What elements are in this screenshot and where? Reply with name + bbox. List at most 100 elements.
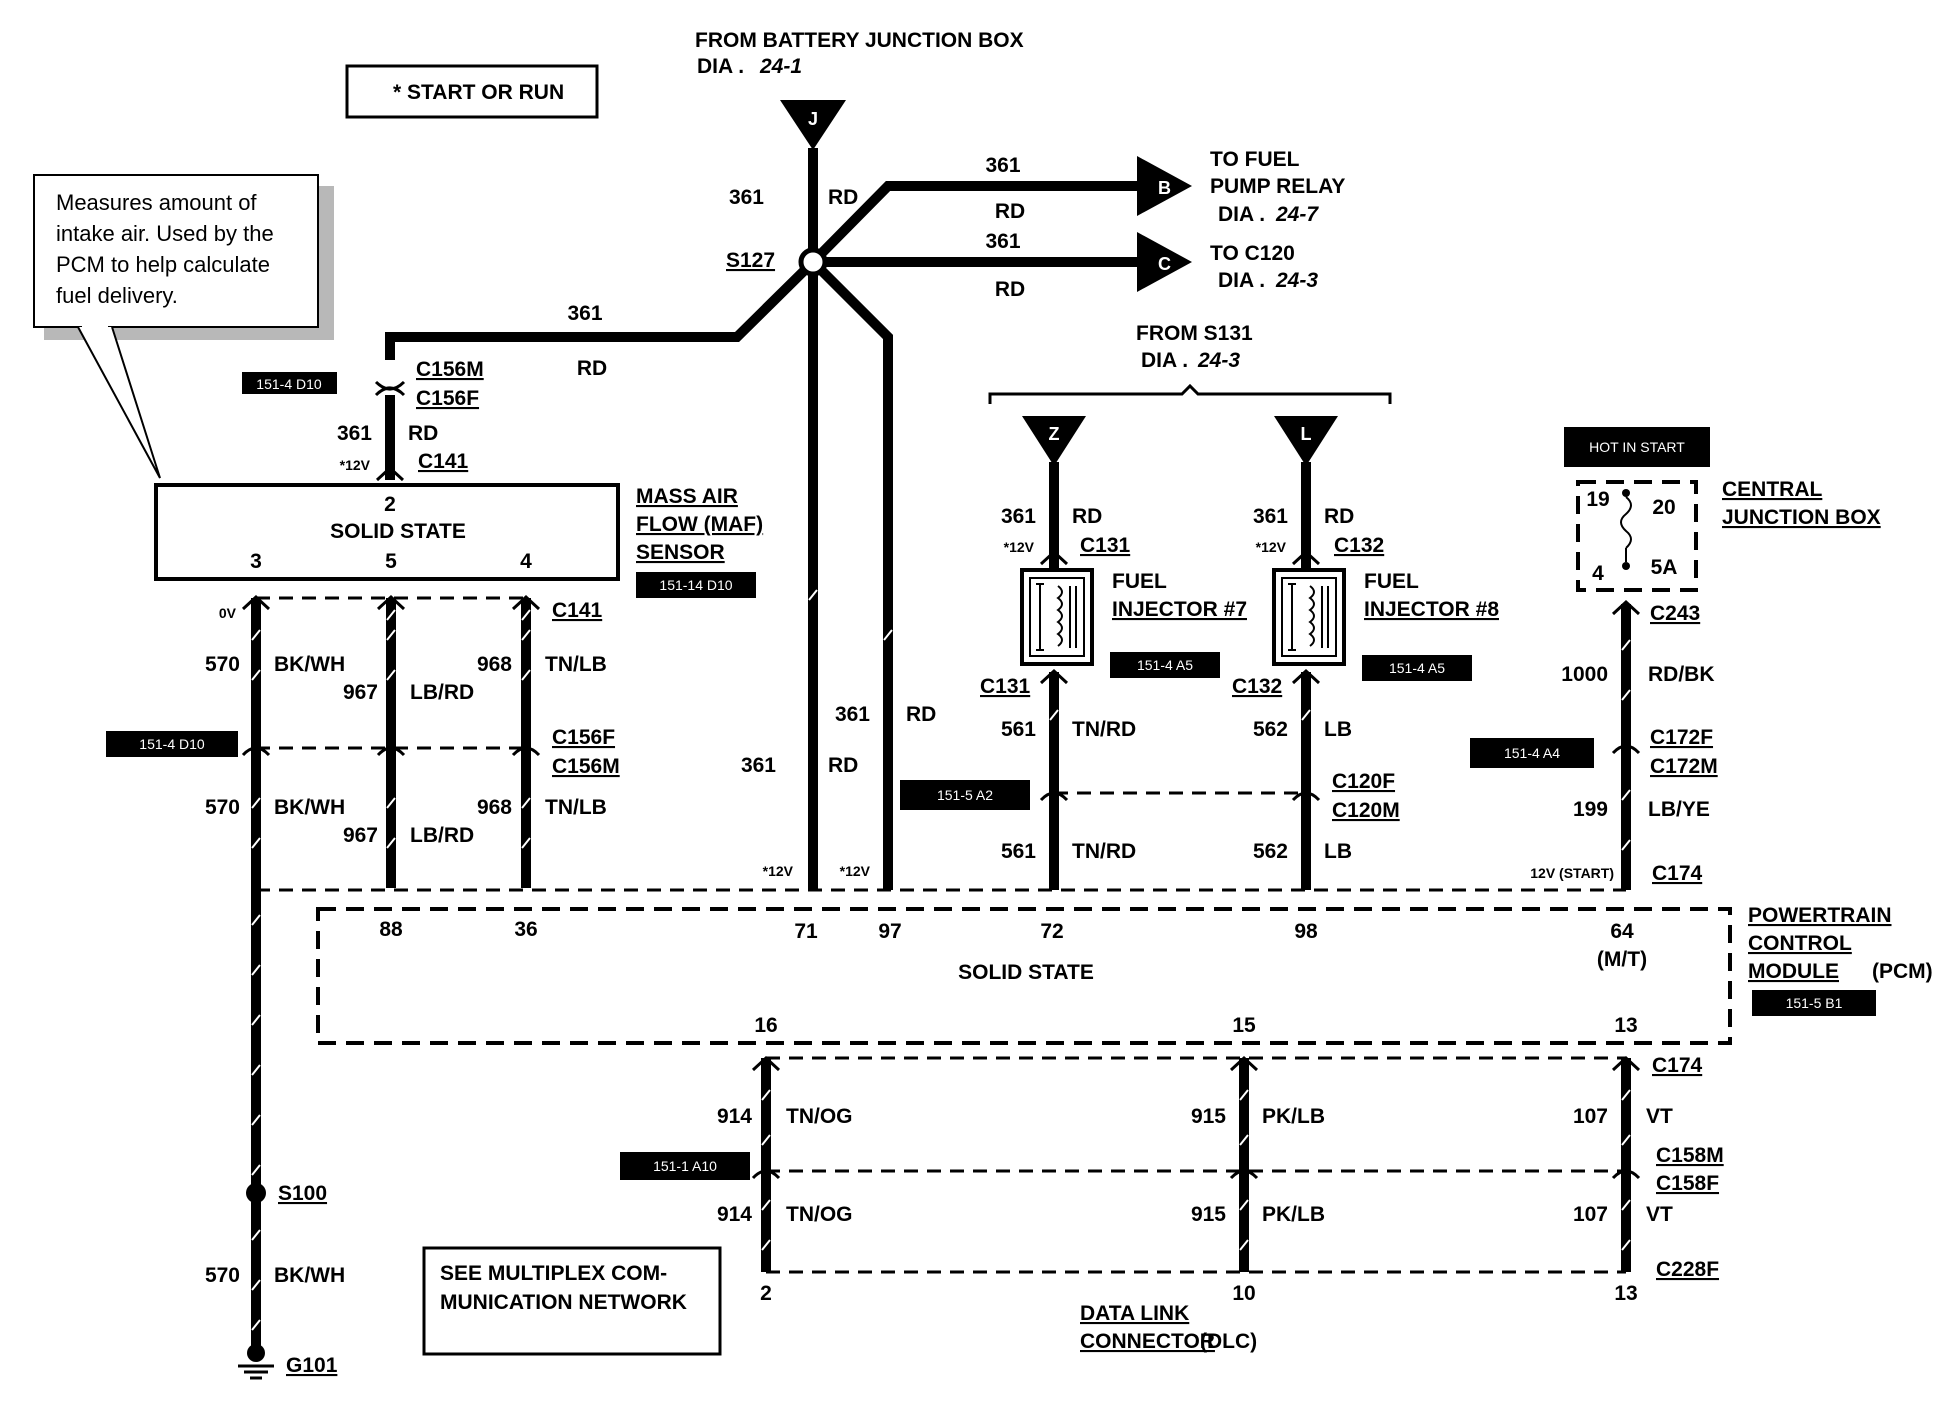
callout-line-4: fuel delivery. bbox=[56, 283, 178, 308]
connector-c174-label-bottom: C174 bbox=[1652, 1054, 1703, 1077]
pcm-title-2: CONTROL bbox=[1748, 932, 1852, 955]
voltage-12v-97: *12V bbox=[840, 863, 871, 879]
connector-c141-top-symbol bbox=[375, 465, 405, 482]
wire-label-915-a: 915 bbox=[1191, 1105, 1226, 1128]
pcm-pin-64: 64 bbox=[1610, 920, 1634, 943]
wire-color-rd-a: RD bbox=[828, 186, 858, 209]
fuel-label-8: FUEL bbox=[1364, 570, 1419, 593]
ref-box-8 bbox=[1752, 990, 1876, 1016]
connector-b-symbol bbox=[1137, 156, 1192, 216]
connector-j-label: J bbox=[808, 109, 818, 129]
wire-color-pklb-b: PK/LB bbox=[1262, 1203, 1325, 1226]
callout-line-2: intake air. Used by the bbox=[56, 221, 274, 246]
pcm-pin-72: 72 bbox=[1040, 920, 1063, 943]
pcm-pin-36: 36 bbox=[514, 918, 537, 941]
connector-c131-label-bottom: C131 bbox=[980, 675, 1031, 698]
fuse-5a-icon bbox=[1620, 496, 1632, 549]
wire-color-rd-d: RD bbox=[577, 357, 607, 380]
connector-c141-label-top: C141 bbox=[418, 450, 469, 473]
from-s131-label: FROM S131 bbox=[1136, 322, 1253, 345]
wire-label-914-b: 914 bbox=[717, 1203, 752, 1226]
wire-label-107-b: 107 bbox=[1573, 1203, 1608, 1226]
connector-c131-label-top: C131 bbox=[1080, 534, 1131, 557]
s131-bracket bbox=[988, 383, 1392, 404]
pcm-pin-16: 16 bbox=[754, 1014, 777, 1037]
ref-box-6 bbox=[900, 780, 1030, 810]
c120-dia-ref: 24-3 bbox=[1275, 269, 1318, 292]
wire-label-199: 199 bbox=[1573, 798, 1608, 821]
wire-color-rd-c: RD bbox=[995, 278, 1025, 301]
wire-label-570-c: 570 bbox=[205, 1264, 240, 1287]
ref-box-4-label: 151-4 A5 bbox=[1137, 657, 1193, 673]
ref-box-3 bbox=[106, 731, 238, 757]
wire-label-107-a: 107 bbox=[1573, 1105, 1608, 1128]
connector-c120f-label: C120F bbox=[1332, 770, 1395, 793]
wire-361-to-97 bbox=[809, 258, 893, 890]
maf-title-2: FLOW (MAF) bbox=[636, 513, 763, 536]
connector-c156m-label-b: C156M bbox=[552, 755, 620, 778]
wire-label-361-maf: 361 bbox=[337, 422, 372, 445]
ref-box-9-label: 151-1 A10 bbox=[653, 1158, 717, 1174]
twisted-pair-marks-maf bbox=[251, 629, 531, 1331]
wire-label-968-b: 968 bbox=[477, 796, 512, 819]
ref-box-7 bbox=[1470, 738, 1594, 768]
cjb-pin-19: 19 bbox=[1586, 488, 1609, 511]
wire-marks-upper bbox=[386, 589, 1631, 851]
connector-j-symbol bbox=[780, 100, 846, 150]
start-or-run-box bbox=[345, 64, 599, 119]
wire-label-968-a: 968 bbox=[477, 653, 512, 676]
wire-color-bkwh-a: BK/WH bbox=[274, 653, 345, 676]
connector-c-label: C bbox=[1158, 254, 1171, 274]
pcm-solid-state: SOLID STATE bbox=[958, 961, 1094, 984]
ref-box-7-label: 151-4 A4 bbox=[1504, 745, 1560, 761]
wire-color-rd-b: RD bbox=[995, 200, 1025, 223]
injector-8-label: INJECTOR #8 bbox=[1364, 598, 1499, 621]
to-c120-label: TO C120 bbox=[1210, 242, 1295, 265]
connector-c156f-label: C156F bbox=[416, 387, 479, 410]
wire-color-rdbk: RD/BK bbox=[1648, 663, 1715, 686]
maf-pin-2: 2 bbox=[384, 493, 396, 516]
pcm-box bbox=[316, 907, 1732, 1045]
callout-line-1: Measures amount of bbox=[56, 190, 257, 215]
wire-color-lb-b: LB bbox=[1324, 840, 1352, 863]
fuel-pump-dia-ref: 24-7 bbox=[1275, 203, 1319, 226]
ref-box-4 bbox=[1110, 652, 1220, 678]
connector-c156m-label: C156M bbox=[416, 358, 484, 381]
s131-dia-label: DIA . bbox=[1141, 349, 1188, 372]
wire-label-361-f: 361 bbox=[835, 703, 870, 726]
pcm-pin-98: 98 bbox=[1294, 920, 1318, 943]
connector-c-symbol bbox=[1137, 232, 1192, 292]
voltage-0v: 0V bbox=[219, 605, 237, 621]
twisted-pair-marks-dlc bbox=[761, 1089, 1631, 1251]
connector-c158m-label: C158M bbox=[1656, 1144, 1724, 1167]
ref-box-8-label: 151-5 B1 bbox=[1786, 995, 1843, 1011]
wire-color-rd-e: RD bbox=[828, 754, 858, 777]
maf-pin-5: 5 bbox=[385, 550, 397, 573]
ref-box-9 bbox=[620, 1152, 750, 1180]
ref-box-1 bbox=[242, 372, 337, 394]
connector-l-label: L bbox=[1301, 424, 1312, 444]
cjb-fuse-5a: 5A bbox=[1651, 556, 1678, 579]
cjb-title-1: CENTRAL bbox=[1722, 478, 1822, 501]
ref-box-2 bbox=[636, 572, 756, 598]
wire-color-tnrd-b: TN/RD bbox=[1072, 840, 1136, 863]
voltage-12v-start: 12V (START) bbox=[1530, 865, 1614, 881]
connector-c132-label-bottom: C132 bbox=[1232, 675, 1282, 698]
connector-c174-label-top: C174 bbox=[1652, 862, 1703, 885]
wire-label-361-inj8: 361 bbox=[1253, 505, 1288, 528]
connector-c156-symbol bbox=[374, 380, 406, 397]
wire-color-bkwh-b: BK/WH bbox=[274, 796, 345, 819]
splice-s100 bbox=[246, 1183, 266, 1203]
wire-label-361-c: 361 bbox=[985, 230, 1020, 253]
hot-in-start-label: HOT IN START bbox=[1589, 439, 1685, 455]
wire-color-tnrd-a: TN/RD bbox=[1072, 718, 1136, 741]
wire-color-tnlb-a: TN/LB bbox=[545, 653, 607, 676]
pcm-title-3: MODULE bbox=[1748, 960, 1839, 983]
wire-color-bkwh-c: BK/WH bbox=[274, 1264, 345, 1287]
connector-c172m-label: C172M bbox=[1650, 755, 1718, 778]
s131-dia-ref: 24-3 bbox=[1197, 349, 1240, 372]
dlc-pin-2: 2 bbox=[760, 1282, 772, 1305]
pcm-title-suffix: (PCM) bbox=[1872, 960, 1933, 983]
connector-c243-symbol bbox=[1611, 599, 1641, 616]
